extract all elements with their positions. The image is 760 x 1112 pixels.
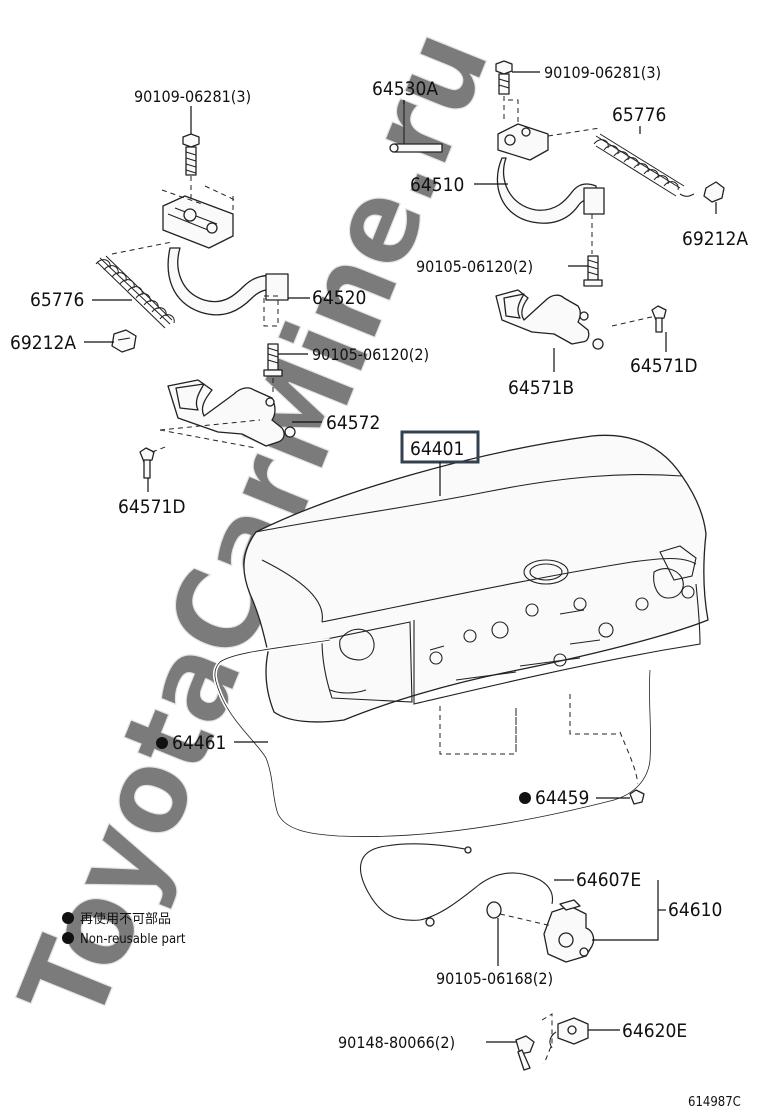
leader-lines — [84, 71, 717, 1043]
label-hinge-bolt-right[interactable]: 90109-06281(3) — [544, 63, 661, 82]
label-spring-left[interactable]: 65776 — [30, 289, 84, 311]
legend-bullet-icon — [62, 932, 74, 944]
screw-icon[interactable] — [515, 1035, 535, 1071]
weatherstrip-icon[interactable] — [213, 638, 653, 839]
part-labels: 90109-06281(3) 90109-06281(3) 64530A 657… — [10, 63, 748, 1110]
label-clip[interactable]: 64459 — [535, 787, 589, 809]
spring-left-icon[interactable] — [95, 241, 175, 329]
label-bracket-screw-left[interactable]: 64571D — [118, 496, 186, 518]
striker-icon[interactable] — [549, 1017, 589, 1049]
label-bracket-screw-right[interactable]: 64571D — [630, 355, 698, 377]
right-hinge-group — [389, 60, 725, 350]
label-hinge-right[interactable]: 64510 — [410, 174, 464, 196]
non-reusable-mark-clip-icon — [519, 792, 531, 804]
hinge-bolt-right-icon[interactable] — [495, 60, 513, 95]
spring-right-icon[interactable] — [593, 133, 695, 197]
label-bracket-right[interactable]: 64571B — [508, 377, 574, 399]
trunk-lid-icon[interactable] — [243, 434, 709, 789]
legend-line-1: 再使用不可部品 — [80, 911, 171, 927]
bracket-screw-right-icon[interactable] — [651, 305, 667, 333]
grommet-left-icon[interactable] — [111, 329, 137, 353]
label-striker[interactable]: 64620E — [622, 1020, 687, 1042]
hinge-right-icon[interactable] — [496, 123, 605, 224]
diagram-code: 614987C — [688, 1095, 741, 1110]
bracket-screw-left-icon[interactable] — [139, 445, 169, 479]
lock-bolt-icon[interactable] — [486, 901, 553, 927]
label-lock-bolt[interactable]: 90105-06168(2) — [436, 969, 553, 988]
legend-line-2: Non-reusable part — [80, 932, 186, 947]
label-grommet-left[interactable]: 69212A — [10, 332, 76, 354]
label-grommet-right[interactable]: 69212A — [682, 228, 748, 250]
lock-assy-icon[interactable] — [543, 899, 595, 963]
non-reusable-mark-weatherstrip-icon — [156, 737, 168, 749]
label-bracket-left[interactable]: 64572 — [326, 412, 380, 434]
label-torsion-bar[interactable]: 64530A — [372, 78, 438, 100]
label-cable[interactable]: 64607E — [576, 869, 641, 891]
grommet-right-icon[interactable] — [703, 181, 725, 203]
left-hinge-group — [95, 133, 296, 479]
bracket-left-icon[interactable] — [159, 379, 296, 449]
bolt-right-icon[interactable] — [583, 255, 603, 287]
label-screw[interactable]: 90148-80066(2) — [338, 1033, 455, 1052]
hinge-bolt-left-icon[interactable] — [182, 133, 200, 176]
torsion-bar-icon[interactable] — [389, 100, 443, 153]
label-bolt-right[interactable]: 90105-06120(2) — [416, 257, 533, 276]
label-hinge-bolt-left[interactable]: 90109-06281(3) — [134, 87, 251, 106]
bracket-right-icon[interactable] — [495, 289, 657, 350]
label-trunk-lid[interactable]: 64401 — [410, 438, 464, 460]
bolt-left-icon[interactable] — [263, 343, 283, 377]
label-lock-assy[interactable]: 64610 — [668, 899, 722, 921]
clip-icon[interactable] — [629, 789, 645, 805]
label-spring-right[interactable]: 65776 — [612, 104, 666, 126]
cable-icon[interactable] — [360, 843, 554, 927]
label-weatherstrip[interactable]: 64461 — [172, 732, 226, 754]
hinge-left-icon[interactable] — [161, 185, 289, 316]
legend: 再使用不可部品 Non-reusable part — [62, 911, 186, 947]
label-bolt-left[interactable]: 90105-06120(2) — [312, 345, 429, 364]
legend-bullet-icon — [62, 912, 74, 924]
label-hinge-left[interactable]: 64520 — [312, 287, 366, 309]
